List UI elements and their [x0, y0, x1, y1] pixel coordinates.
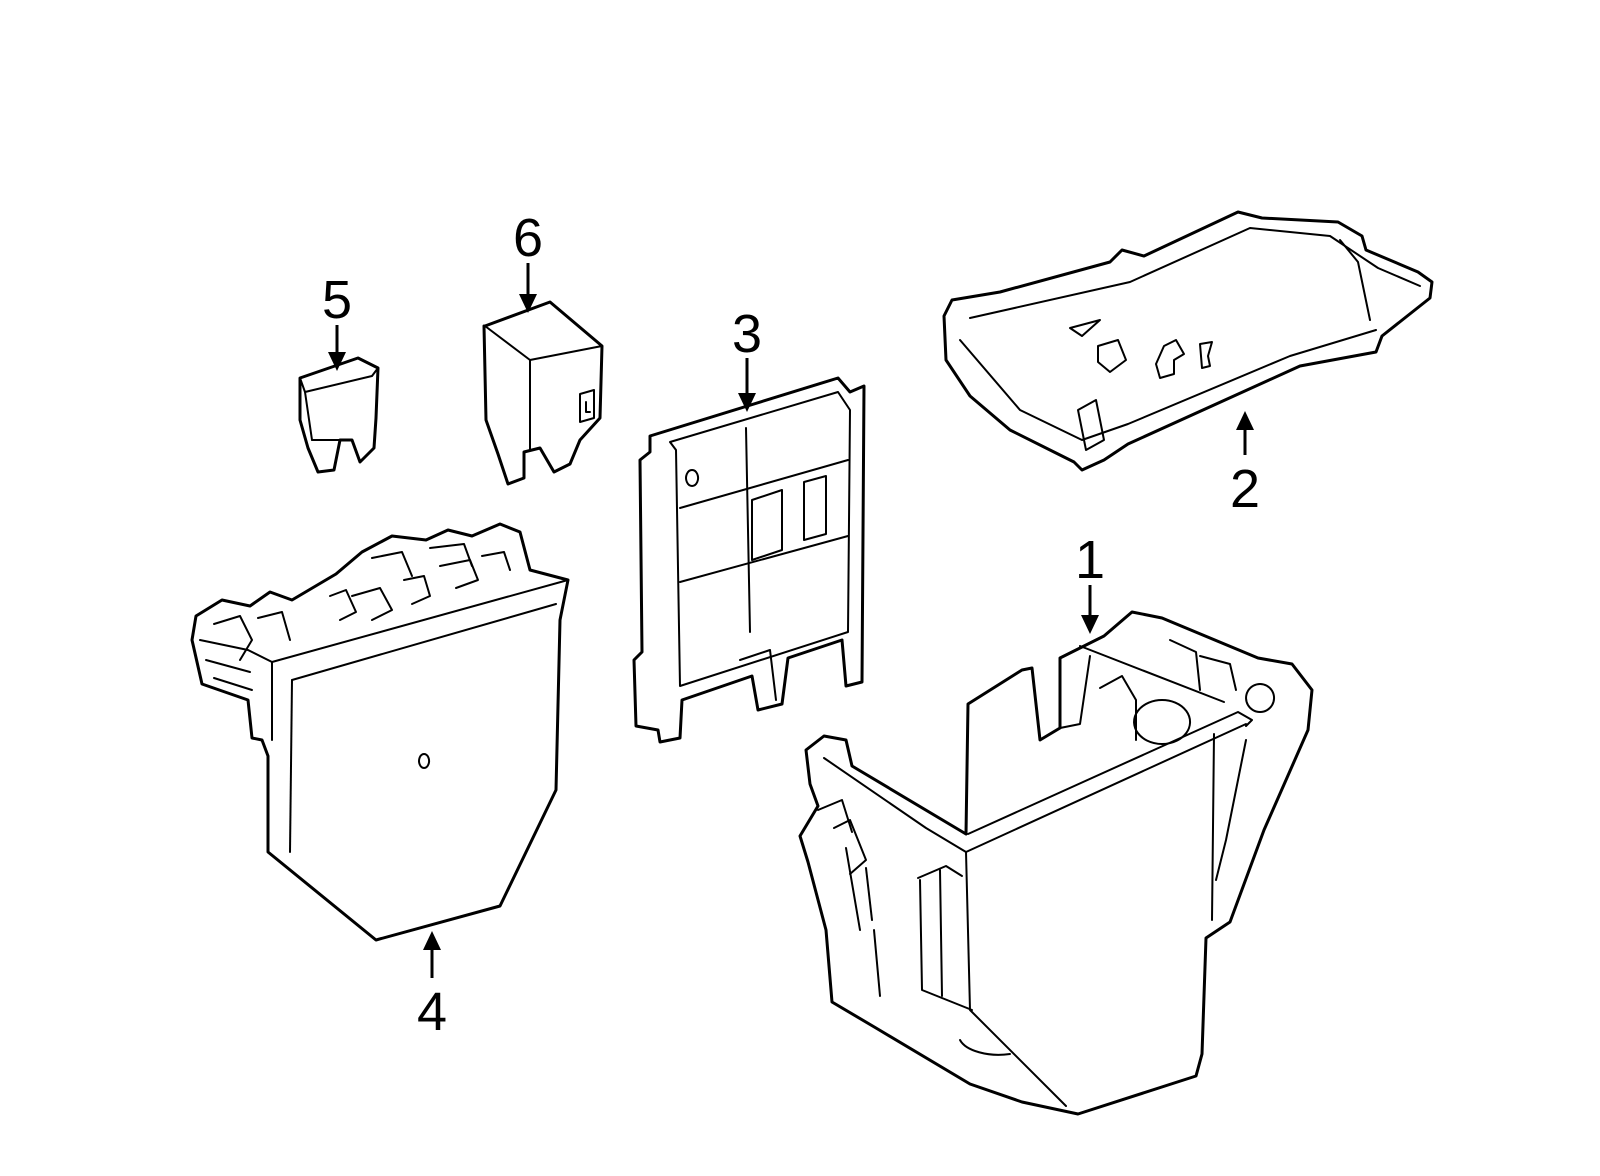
callout-3: 3 [732, 304, 762, 364]
leader-5 [328, 325, 346, 371]
callout-5: 5 [322, 270, 352, 330]
part-5-fuse[interactable] [298, 356, 380, 474]
leader-1 [1081, 585, 1099, 634]
part-2-cover[interactable] [942, 210, 1434, 472]
leader-4 [423, 931, 441, 978]
leader-2 [1236, 411, 1254, 455]
part-6-relay[interactable] [482, 300, 604, 486]
callout-4: 4 [417, 982, 447, 1042]
leader-6 [519, 263, 537, 313]
part-4-fuse-block[interactable] [190, 522, 570, 942]
part-1-housing[interactable] [798, 610, 1314, 1116]
leader-3 [738, 358, 756, 412]
callout-2: 2 [1230, 459, 1260, 519]
part-3-bracket[interactable] [632, 376, 866, 744]
callout-1: 1 [1075, 530, 1105, 590]
callout-6: 6 [513, 208, 543, 268]
